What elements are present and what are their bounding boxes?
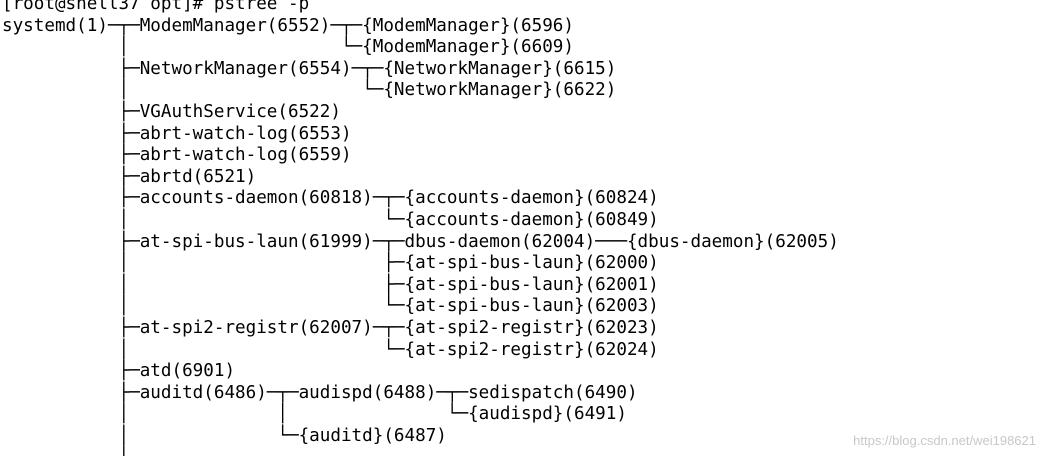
terminal-line: ├─VGAuthService(6522) [2, 101, 341, 122]
terminal-line: │ │ └─{audispd}(6491) [2, 404, 627, 425]
terminal-line: │ └─{at-spi2-registr}(62024) [2, 339, 659, 360]
terminal-line: ├─at-spi2-registr(62007)─┬─{at-spi2-regi… [2, 317, 659, 338]
terminal-line: │ └─{at-spi-bus-laun}(62003) [2, 296, 659, 317]
terminal-line: ├─at-spi-bus-laun(61999)─┬─dbus-daemon(6… [2, 231, 839, 252]
terminal-line: ├─accounts-daemon(60818)─┬─{accounts-dae… [2, 188, 659, 209]
terminal-line: ├─auditd(6486)─┬─audispd(6488)─┬─sedispa… [2, 382, 638, 403]
terminal-line: systemd(1)─┬─ModemManager(6552)─┬─{Modem… [2, 15, 574, 36]
terminal-line: ├─atd(6901) [2, 361, 236, 382]
terminal-line: │ └─{NetworkManager}(6622) [2, 80, 617, 101]
terminal-line: ├─abrt-watch-log(6553) [2, 123, 352, 144]
terminal-line: ├─abrt-watch-log(6559) [2, 145, 352, 166]
terminal-line-prompt: [root@shell37 opt]# pstree -p [2, 0, 310, 14]
terminal-line: │ └─{auditd}(6487) [2, 425, 447, 446]
terminal-line: ├─NetworkManager(6554)─┬─{NetworkManager… [2, 58, 617, 79]
terminal-line: ├─abrtd(6521) [2, 166, 257, 187]
terminal-line: │ └─{ModemManager}(6609) [2, 37, 574, 58]
terminal-line: │ [2, 447, 1046, 456]
watermark-url: https://blog.csdn.net/wei198621 [853, 433, 1036, 448]
terminal-line: │ ├─{at-spi-bus-laun}(62001) [2, 274, 659, 295]
terminal-line: │ └─{accounts-daemon}(60849) [2, 209, 659, 230]
terminal-line: │ ├─{at-spi-bus-laun}(62000) [2, 253, 659, 274]
